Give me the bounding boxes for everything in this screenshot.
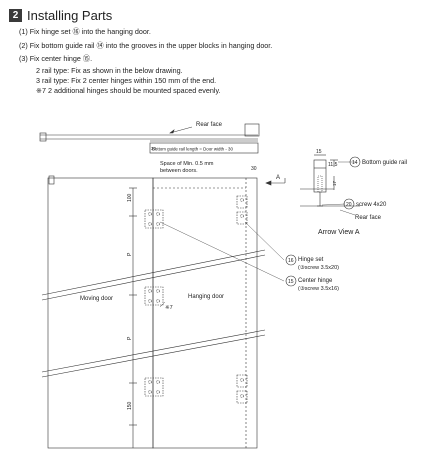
- section-header: 2 Installing Parts: [9, 8, 112, 23]
- arrow-view-rear-face: Rear face: [355, 215, 382, 221]
- note-3-rail: 3 rail type: Fix 2 center hinges within …: [36, 75, 217, 85]
- dim-30-left: 30: [151, 146, 156, 151]
- section-number-badge: 2: [9, 9, 22, 22]
- center-hinge-label: Center hinge: [298, 278, 333, 284]
- center-hinge-screw: (③screw 3.5x16): [298, 285, 339, 292]
- step-2: (2) Fix bottom guide rail ⑭ into the gro…: [19, 40, 273, 50]
- rail-number: 14: [352, 160, 358, 166]
- rear-face-label: Rear face: [196, 122, 223, 128]
- screw-number-circle: [343, 198, 355, 210]
- arrow-a: [265, 178, 286, 186]
- dim-11-5: 11.5: [328, 162, 338, 168]
- vertical-dimension: [129, 187, 137, 448]
- note-7-reference: ※7: [165, 304, 173, 311]
- screw-number: 20: [346, 202, 352, 208]
- center-hinge-number-circle: [285, 275, 297, 287]
- screw-label: screw 4x20: [356, 202, 387, 208]
- dim-100: 100: [127, 193, 133, 202]
- dim-17: 17: [332, 180, 337, 186]
- dim-15: 15: [316, 149, 322, 155]
- hinge-top-center: [144, 209, 164, 229]
- hinge-set-screw: (③screw 3.5x20): [298, 264, 339, 271]
- dim-150: 150: [127, 401, 133, 410]
- hanging-door-outline: [152, 177, 258, 449]
- top-rail: [39, 123, 260, 154]
- note-additional-hinges: ※7 2 additional hinges should be mounted…: [36, 85, 221, 95]
- guide-rail-dim-text: Bottom guide rail length = Door width - …: [152, 147, 233, 152]
- moving-door-label: Moving door: [80, 296, 113, 302]
- note-leader: [159, 301, 166, 308]
- step-1: (1) Fix hinge set ⑯ into the hanging doo…: [19, 27, 151, 36]
- hinge-bottom-center: [144, 377, 164, 397]
- moving-door-outline: [47, 175, 154, 449]
- instruction-steps: (1) Fix hinge set ⑯ into the hanging doo…: [19, 25, 272, 96]
- hinge-set-leader: [244, 221, 285, 261]
- center-hinge-number: 15: [288, 279, 294, 285]
- space-note-2: between doors.: [160, 168, 198, 174]
- hinge-set-bottom-right: [236, 374, 248, 404]
- arrow-view-title: Arrow View A: [318, 229, 360, 236]
- arrow-a-label: A: [276, 175, 280, 181]
- rail-label: Bottom guide rail: [362, 160, 407, 166]
- section-title: Installing Parts: [27, 8, 113, 23]
- space-note-1: Space of Min. 0.5 mm: [160, 161, 214, 167]
- center-hinge-leader: [159, 221, 285, 282]
- hinge-set-number: 16: [288, 258, 294, 264]
- dim-30-right: 30: [251, 166, 257, 172]
- hinge-set-label: Hinge set: [298, 257, 324, 263]
- dim-p1: P: [127, 252, 133, 256]
- note-2-rail: 2 rail type: Fix as shown in the below d…: [36, 65, 183, 75]
- dim-p2: P: [127, 336, 133, 340]
- break-lines: [41, 249, 266, 378]
- hinge-set-top-right: [236, 195, 248, 225]
- arrow-view-detail: [300, 154, 360, 216]
- hinge-mid-center: [144, 286, 164, 306]
- hinge-set-number-circle: [285, 254, 297, 266]
- hanging-door-label: Hanging door: [188, 294, 224, 300]
- rail-number-circle: [349, 156, 361, 168]
- step-3: (3) Fix center hinge ⑮.: [19, 54, 93, 63]
